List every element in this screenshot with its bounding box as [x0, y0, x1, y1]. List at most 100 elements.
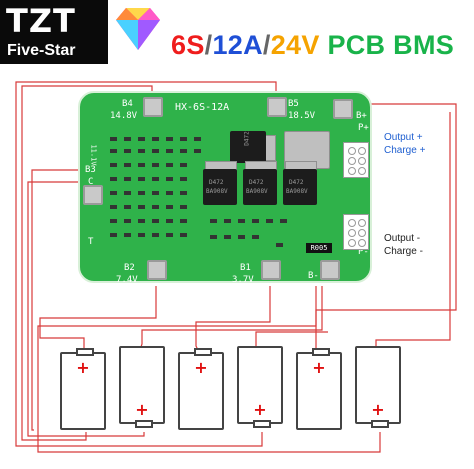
- cell-plus-marker: +: [371, 400, 385, 419]
- silk-b2: B2: [124, 263, 135, 273]
- smd-component: [238, 235, 245, 239]
- title-voltage: 24V: [270, 30, 320, 60]
- title-cells: 6S: [171, 30, 205, 60]
- smd-component: [110, 219, 117, 223]
- smd-component: [224, 219, 231, 223]
- cell-plus-marker: +: [76, 358, 90, 377]
- silk-b3-voltage: 11.1V: [89, 144, 98, 166]
- diamond-icon: [116, 8, 160, 50]
- smd-component: [152, 233, 159, 237]
- smd-component: [166, 137, 173, 141]
- smd-component: [124, 149, 131, 153]
- label-output-minus: Output -: [384, 233, 421, 244]
- smd-component: [180, 149, 187, 153]
- cell-plus-marker: +: [312, 358, 326, 377]
- smd-component: [180, 219, 187, 223]
- pad-b5: [267, 97, 287, 117]
- title-separator: /: [204, 30, 213, 60]
- label-output-plus: Output +: [384, 132, 423, 143]
- title-product: PCB BMS: [327, 30, 455, 60]
- mosfet-2-marking: BA908V: [246, 188, 268, 195]
- smd-component: [266, 219, 273, 223]
- smd-component: [152, 137, 159, 141]
- smd-component: [138, 233, 145, 237]
- smd-component: [280, 219, 287, 223]
- silk-b3: B3: [85, 165, 96, 175]
- smd-component: [110, 137, 117, 141]
- smd-component: [180, 177, 187, 181]
- smd-component: [124, 177, 131, 181]
- smd-component: [138, 137, 145, 141]
- smd-component: [180, 233, 187, 237]
- smd-component: [110, 205, 117, 209]
- page-title: 6S/12A/24V PCB BMS: [171, 30, 454, 61]
- cell-terminal: [312, 348, 330, 356]
- smd-component: [152, 219, 159, 223]
- smd-component: [138, 149, 145, 153]
- smd-component: [152, 177, 159, 181]
- mosfet-3-marking: BA908V: [286, 188, 308, 195]
- smd-component: [110, 177, 117, 181]
- silk-b-minus: B-: [308, 271, 319, 281]
- title-current: 12A: [212, 30, 263, 60]
- smd-component: [252, 219, 259, 223]
- silk-b2-voltage: 7.4V: [116, 275, 138, 285]
- smd-component: [166, 233, 173, 237]
- mosfet-3-marking: D472: [289, 179, 304, 186]
- silk-t: T: [88, 237, 94, 247]
- shunt-resistor: R005: [306, 243, 332, 253]
- smd-component: [110, 191, 117, 195]
- brand-logo: TZT Five-Star: [0, 0, 108, 64]
- pad-b4: [143, 97, 163, 117]
- smd-component: [210, 235, 217, 239]
- silk-c: C: [88, 177, 94, 187]
- title-separator: /: [262, 30, 271, 60]
- smd-component: [138, 177, 145, 181]
- silk-b5: B5: [288, 99, 299, 109]
- smd-component: [110, 149, 117, 153]
- mosfet-1-marking: D472: [209, 179, 224, 186]
- cell-terminal: [371, 420, 389, 428]
- smd-component: [124, 137, 131, 141]
- silk-b-plus: B+: [356, 111, 367, 121]
- smd-component: [124, 163, 131, 167]
- cell-terminal: [194, 348, 212, 356]
- smd-component: [166, 191, 173, 195]
- smd-component: [124, 219, 131, 223]
- silk-b1: B1: [240, 263, 251, 273]
- battery-cell-4: +: [237, 346, 283, 428]
- smd-component: [238, 219, 245, 223]
- mosfet-2: D472 BA908V: [243, 169, 277, 205]
- battery-cell-2: +: [119, 346, 165, 428]
- pcb-board: B4 14.8V HX-6S-12A B5 18.5V B+ P+ B3 11.…: [78, 91, 372, 285]
- brand-tagline: Five-Star: [7, 42, 76, 59]
- smd-component: [166, 219, 173, 223]
- pad-b-plus: [333, 99, 353, 119]
- smd-component: [124, 205, 131, 209]
- smd-component: [138, 219, 145, 223]
- smd-component: [166, 177, 173, 181]
- output-minus-connector: [343, 214, 369, 250]
- pad-b-minus: [320, 260, 340, 280]
- pad-c: [83, 185, 103, 205]
- battery-cell-6: +: [355, 346, 401, 428]
- silk-p-plus: P+: [358, 123, 369, 133]
- smd-component: [124, 191, 131, 195]
- mosfet-2-marking: D472: [249, 179, 264, 186]
- smd-component: [210, 219, 217, 223]
- mosfet-top-marking: D472: [243, 131, 251, 146]
- smd-component: [252, 235, 259, 239]
- mosfet-1-marking: BA908V: [206, 188, 228, 195]
- brand-name: TZT: [6, 2, 76, 40]
- smd-component: [224, 235, 231, 239]
- battery-cell-1: +: [60, 348, 106, 430]
- smd-component: [166, 163, 173, 167]
- mosfet-top: D472: [230, 131, 266, 163]
- smd-component: [194, 137, 201, 141]
- pad-b2: [147, 260, 167, 280]
- smd-component: [152, 149, 159, 153]
- label-charge-plus: Charge +: [384, 145, 426, 156]
- smd-component: [180, 191, 187, 195]
- pad-b1: [261, 260, 281, 280]
